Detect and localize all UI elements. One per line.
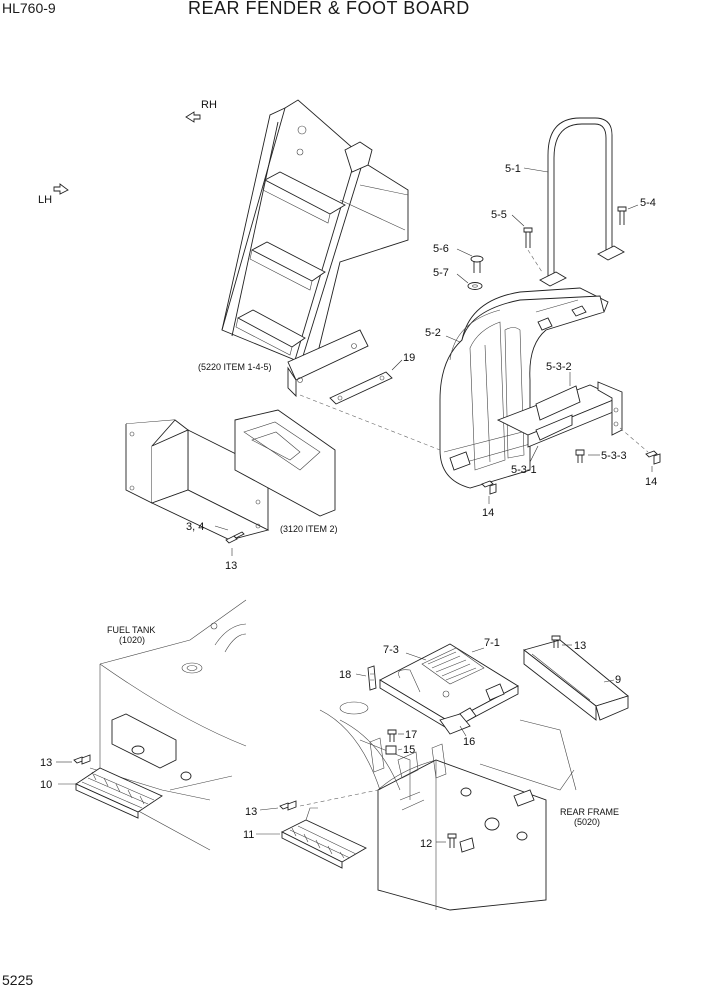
fuel-tank-reference: FUEL TANK (1020)	[89, 599, 247, 851]
callout-16: 16	[463, 736, 475, 748]
rh-direction-arrow: RH	[185, 99, 217, 123]
ladder-ref-note: (5220 ITEM 1-4-5)	[198, 362, 272, 372]
callout-17: 17	[405, 729, 417, 741]
handrail-5-1: 5-1	[505, 117, 625, 287]
callout-3-4: 3, 4	[186, 521, 204, 533]
callout-7-1: 7-1	[484, 637, 500, 649]
model-number: HL760-9	[2, 0, 56, 16]
washer-5-7: 5-7	[433, 267, 483, 290]
rear-frame-label: REAR FRAME	[560, 807, 619, 817]
bolt-17: 17	[387, 729, 417, 742]
callout-14-b: 14	[645, 476, 657, 488]
latch-18: 18	[339, 665, 377, 691]
callout-11: 11	[243, 829, 254, 841]
callout-5-3-3: 5-3-3	[601, 450, 627, 462]
callout-5-4: 5-4	[640, 197, 656, 209]
callout-18: 18	[339, 669, 351, 681]
plate-19: 19	[329, 352, 415, 405]
fender-bracket-5-3: 5-3-2 5-3-1	[496, 361, 623, 476]
bolt-12: 12	[420, 833, 475, 853]
callout-13-d: 13	[245, 806, 257, 818]
callout-5-7: 5-7	[433, 267, 449, 279]
bracket-3-4: (3120 ITEM 2) 3, 4	[125, 409, 338, 541]
callout-5-6: 5-6	[433, 243, 449, 255]
callout-15: 15	[403, 744, 415, 756]
callout-14-a: 14	[482, 507, 494, 519]
bolt-5-4: 5-4	[617, 197, 656, 225]
lh-label: LH	[38, 194, 52, 206]
rh-label: RH	[201, 99, 217, 111]
fuel-tank-label: FUEL TANK	[107, 625, 155, 635]
callout-5-2: 5-2	[425, 327, 441, 339]
bolt-13-a: 13	[225, 531, 245, 572]
rear-frame-code: (5020)	[574, 817, 600, 827]
bolt-13-d: 13	[245, 789, 379, 818]
bolt-14-b: 14	[619, 427, 661, 488]
callout-5-5: 5-5	[491, 209, 507, 221]
page-title: REAR FENDER & FOOT BOARD	[188, 0, 470, 18]
bolt-5-6: 5-6	[433, 243, 484, 273]
step-11: 11	[243, 807, 367, 869]
rear-frame-reference: REAR FRAME (5020)	[319, 701, 619, 911]
ladder-assembly: (5220 ITEM 1-4-5)	[198, 99, 409, 398]
lh-direction-arrow: LH	[38, 183, 69, 206]
callout-10: 10	[40, 779, 52, 791]
nut-15: 15	[385, 744, 415, 756]
callout-7-3: 7-3	[383, 644, 399, 656]
callout-12: 12	[420, 838, 432, 850]
callout-19: 19	[403, 352, 415, 364]
bolt-5-5: 5-5	[491, 209, 543, 273]
step-cover-7-1: 7-1 7-3	[379, 637, 519, 731]
callout-13-c: 13	[40, 757, 52, 769]
callout-5-3-2: 5-3-2	[546, 361, 572, 373]
fender-5-2: 5-2	[425, 287, 609, 489]
callout-5-3-1: 5-3-1	[511, 464, 537, 476]
bracket-16: 16	[439, 713, 475, 748]
bracket-9: 9	[523, 639, 629, 721]
bolt-5-3-3: 5-3-3	[575, 449, 627, 463]
step-10: 10	[40, 767, 163, 819]
callout-5-1: 5-1	[505, 163, 521, 175]
callout-9: 9	[615, 674, 621, 686]
callout-13-a: 13	[225, 560, 237, 572]
fuel-tank-code: (1020)	[119, 635, 145, 645]
bolt-13-c: 13	[40, 754, 91, 769]
bracket-ref-note: (3120 ITEM 2)	[280, 524, 338, 534]
page-number: 5225	[2, 972, 34, 988]
callout-13-b: 13	[574, 640, 586, 652]
bolt-14-a: 14	[481, 480, 497, 519]
bolt-13-b: 13	[551, 635, 586, 652]
